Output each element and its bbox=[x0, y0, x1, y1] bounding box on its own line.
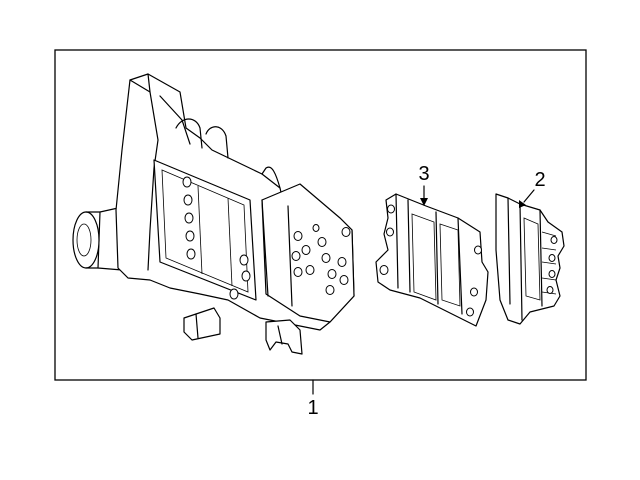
callout-2-label: 2 bbox=[534, 169, 545, 191]
diagram-frame bbox=[54, 49, 587, 381]
callout-1: 1 bbox=[307, 379, 319, 419]
callout-1-label: 1 bbox=[307, 397, 318, 419]
bracket-lower-clips bbox=[183, 307, 303, 355]
callout-3-label: 3 bbox=[418, 163, 429, 185]
bracket-knob bbox=[72, 207, 123, 271]
bracket-assembly[interactable] bbox=[72, 73, 355, 355]
bracket-face-plate bbox=[153, 159, 257, 301]
callout-3: 3 bbox=[418, 163, 430, 206]
control-module-3[interactable] bbox=[375, 193, 489, 327]
control-module-2[interactable] bbox=[495, 193, 565, 325]
callout-2: 2 bbox=[519, 169, 546, 208]
face-plate-holes bbox=[182, 176, 251, 300]
bracket-right-block bbox=[261, 183, 355, 323]
